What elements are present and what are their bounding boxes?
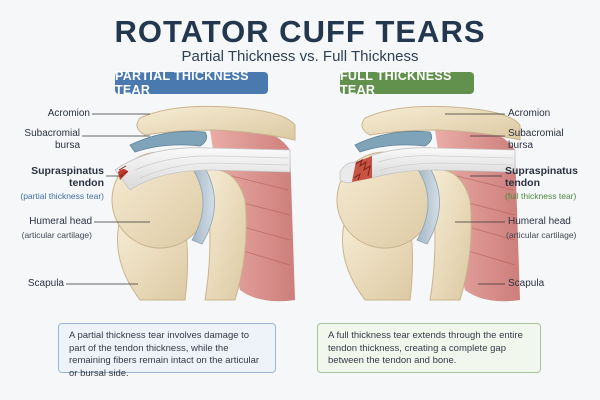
full-label-scapula: Scapula xyxy=(508,278,545,289)
partial-caption: A partial thickness tear involves damage… xyxy=(58,323,276,379)
partial-label-acromion: Acromion xyxy=(47,108,90,119)
full-label-tendon-line2: tendon xyxy=(505,177,540,189)
partial-tendon-fibers xyxy=(134,155,289,179)
full-label-head-note: (articular cartilage) xyxy=(506,230,577,240)
full-scapula-bone xyxy=(429,168,472,301)
full-subacromial-bursa xyxy=(354,130,433,153)
partial-label-tendon: Supraspinatus tendon xyxy=(8,165,104,189)
partial-supraspinatus-tendon xyxy=(114,147,291,191)
full-leader-lines xyxy=(445,113,505,285)
full-acromion-bone xyxy=(361,105,521,141)
full-articular-cartilage xyxy=(414,159,440,245)
full-label-bursa-line1: Subacromial xyxy=(508,128,564,139)
partial-label-bursa-line2: bursa xyxy=(54,140,80,151)
partial-label-head: Humeral head xyxy=(29,216,92,227)
partial-label-tendon-line1: Supraspinatus xyxy=(31,165,104,177)
page-subtitle: Partial Thickness vs. Full Thickness xyxy=(181,48,419,65)
full-label-bursa-line2: bursa xyxy=(508,140,534,151)
full-caption: A full thickness tear extends through th… xyxy=(317,323,541,373)
partial-label-tendon-line2: tendon xyxy=(69,177,104,189)
full-tear-fray xyxy=(353,158,371,181)
full-tear-badge: FULL THICKNESS TEAR xyxy=(340,69,474,97)
partial-tear-fray xyxy=(118,165,129,176)
partial-label-tendon-note: (partial thickness tear) xyxy=(20,191,104,201)
full-label-bursa: Subacromial bursa xyxy=(508,128,564,152)
partial-tear-mark xyxy=(118,169,128,180)
full-shoulder-diagram xyxy=(336,105,521,302)
partial-leader-lines xyxy=(66,113,150,285)
full-label-tendon: Supraspinatus tendon xyxy=(505,165,578,189)
full-tendon-fibers xyxy=(377,155,514,171)
partial-label-scapula: Scapula xyxy=(27,278,64,289)
page-title: ROTATOR CUFF TEARS xyxy=(114,14,486,49)
partial-label-bursa-line1: Subacromial xyxy=(24,128,80,139)
full-label-tendon-line1: Supraspinatus xyxy=(505,165,578,177)
partial-scapula-bone xyxy=(204,168,247,301)
partial-shoulder-diagram xyxy=(111,105,296,302)
partial-tear-badge: PARTIAL THICKNESS TEAR xyxy=(115,69,268,97)
partial-subacromial-bursa xyxy=(129,130,208,153)
full-label-tendon-note: (full thickness tear) xyxy=(505,191,577,201)
partial-label-head-note: (articular cartilage) xyxy=(21,230,92,240)
full-label-acromion: Acromion xyxy=(508,108,551,119)
partial-articular-cartilage xyxy=(189,159,215,245)
partial-acromion-bone xyxy=(136,105,296,141)
partial-label-bursa: Subacromial bursa xyxy=(20,128,80,152)
full-label-head: Humeral head xyxy=(508,216,571,227)
